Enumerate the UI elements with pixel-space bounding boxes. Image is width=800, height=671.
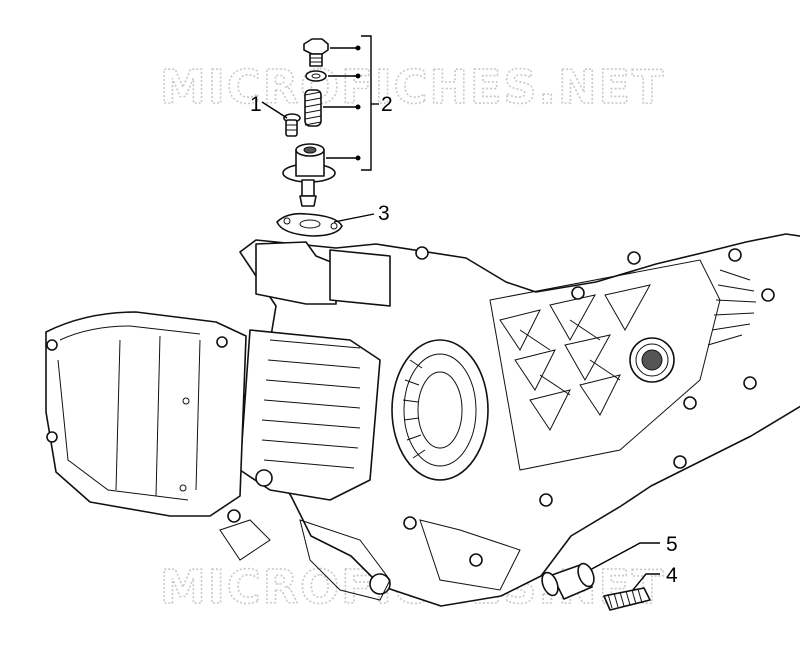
- callout-2: 2: [381, 93, 393, 116]
- bracket-part-2: [323, 35, 379, 171]
- callout-3: 3: [378, 202, 390, 225]
- bushing-part-5: [541, 562, 595, 600]
- leader-part-3: [333, 213, 375, 223]
- callout-1: 1: [250, 93, 262, 116]
- leader-part-4: [627, 573, 660, 597]
- leader-part-1: [261, 101, 288, 119]
- watermark-top: MICROFICHES.NET: [160, 60, 665, 114]
- tensioner-bolt: [303, 38, 329, 67]
- screw-part-1: [283, 113, 301, 137]
- tensioner-washer: [305, 70, 327, 82]
- leader-part-5: [574, 542, 660, 579]
- spring-part-4: [603, 587, 651, 611]
- tensioner-spring: [304, 89, 322, 127]
- callout-4: 4: [666, 564, 678, 587]
- cylinder-head: [45, 311, 273, 523]
- callout-5: 5: [666, 533, 678, 556]
- engine-crankcase: [219, 233, 800, 607]
- tensioner-body: [282, 143, 336, 207]
- gasket-part-3: [276, 212, 343, 237]
